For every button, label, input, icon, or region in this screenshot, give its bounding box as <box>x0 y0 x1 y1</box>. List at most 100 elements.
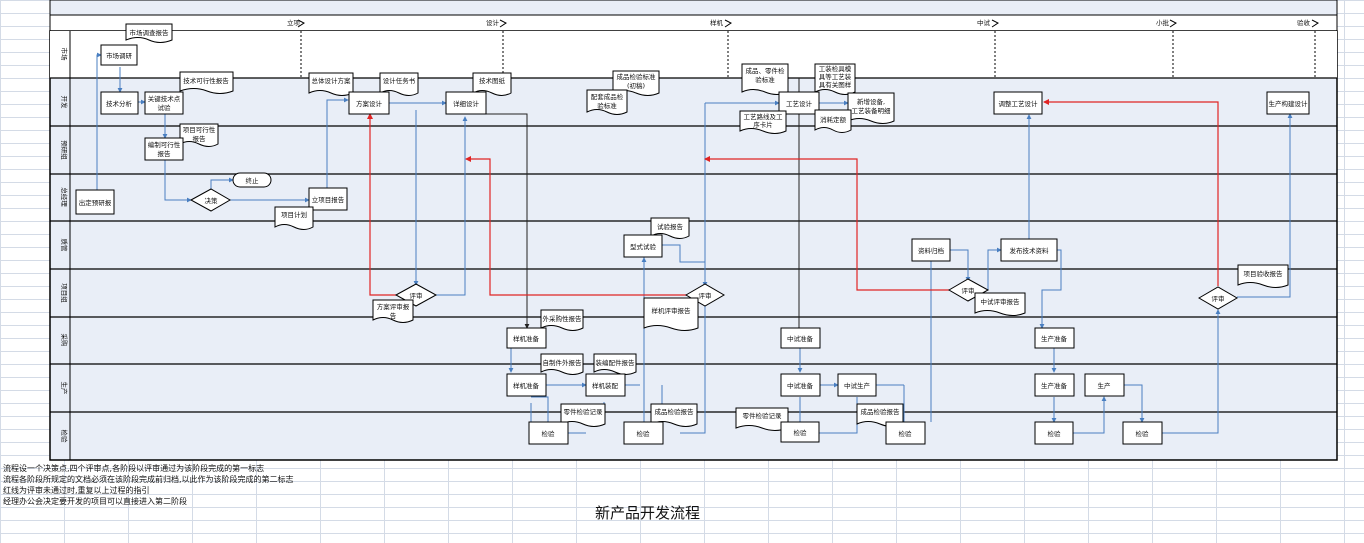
page-title: 新产品开发流程 <box>595 504 701 522</box>
note-line: 经理办公会决定要开发的项目可以直接进入第二阶段 <box>3 497 187 506</box>
node-label: 告 <box>390 311 397 320</box>
node-label: 设计任务书 <box>383 76 416 85</box>
node-review-3: 评审 <box>948 278 990 302</box>
node-label: 工艺设计 <box>786 99 813 108</box>
node-label: 样机准备 <box>513 334 540 343</box>
node-label: 外采购性报告 <box>543 314 583 323</box>
node-label: 零件检验记录 <box>564 407 604 416</box>
node-label: 消耗定额 <box>820 115 847 124</box>
node-production-prep-2: 生产准备 <box>1034 373 1075 397</box>
node-label: 检验 <box>1136 429 1150 438</box>
swimlane-frame <box>49 0 1338 461</box>
node-label: 中试准备 <box>787 334 814 343</box>
node-proto-prep-2: 样机准备 <box>506 373 547 397</box>
node-label: 检验 <box>542 429 556 438</box>
node-label: 终止 <box>246 176 260 185</box>
node-label: 成品检验标准 <box>617 72 657 81</box>
node-inspection-3: 检验 <box>780 421 820 443</box>
doc-prototype-review-report: 样机评审报告 <box>643 297 699 331</box>
doc-design-task: 设计任务书 <box>379 72 419 96</box>
doc-trial-review-report: 中试评审报告 <box>974 292 1026 316</box>
node-label: 生产准备 <box>1041 334 1068 343</box>
node-label: 样机评审报告 <box>652 306 692 315</box>
node-label: 成品检验报告 <box>861 407 901 416</box>
node-label: 检验 <box>899 429 913 438</box>
doc-quota: 消耗定额 <box>814 109 852 133</box>
node-trial-production: 中试生产 <box>837 373 877 397</box>
node-materials-archive: 资料归档 <box>911 238 951 262</box>
node-label: 详细设计 <box>453 99 480 108</box>
node-project-setup: 立项目报告 <box>308 187 348 211</box>
node-label: 生产构建设计 <box>1269 99 1309 108</box>
node-label: 成品检验报告 <box>655 407 695 416</box>
node-terminate: 终止 <box>232 172 272 188</box>
node-tech-analysis: 技术分析 <box>100 91 139 115</box>
node-process-design: 工艺设计 <box>778 91 820 115</box>
node-label: 验标准 <box>597 101 617 110</box>
node-label: 工装检具模 <box>819 64 852 73</box>
node-label: 评审 <box>962 286 975 295</box>
phase-label: 立项 <box>287 18 301 27</box>
phase-label: 设计 <box>486 18 500 27</box>
node-trial-prep-1: 中试准备 <box>780 327 821 349</box>
node-label: 评审 <box>1212 294 1225 303</box>
node-label: 市场调查报告 <box>130 28 170 37</box>
doc-self-made-report: 自制件外报告 <box>540 353 584 375</box>
node-adjust-process: 调整工艺设计 <box>993 91 1043 115</box>
node-trial-prep-2: 中试准备 <box>780 373 821 397</box>
node-inspection-1: 检验 <box>528 421 569 445</box>
node-label: 技术分析 <box>106 99 133 108</box>
node-label: 序卡片 <box>753 120 773 129</box>
node-review-4: 评审 <box>1198 286 1238 310</box>
black-connectors <box>486 78 800 329</box>
node-label: 项目验收报告 <box>1244 269 1284 278</box>
node-proto-assembly: 样机装配 <box>585 373 626 397</box>
node-label: 资料归档 <box>918 246 944 255</box>
node-inspection-2: 检验 <box>623 421 664 445</box>
note-line: 流程设一个决策点,四个评审点,各阶段以评审通过为该阶段完成的第一标志 <box>3 464 265 473</box>
node-label: 验标准 <box>755 75 775 84</box>
node-label: 具等工艺装 <box>819 72 852 81</box>
node-label: 样机装配 <box>592 381 619 390</box>
node-label: 零件检验记录 <box>743 411 783 420</box>
doc-acceptance-report: 项目验收报告 <box>1237 264 1289 288</box>
node-label: 评审 <box>410 291 423 300</box>
node-label: 关键技术点 <box>148 94 181 103</box>
node-inspection-5: 检验 <box>1034 421 1074 445</box>
lane-label: 质管 <box>60 239 69 253</box>
phase-label: 中试 <box>977 18 991 27</box>
doc-tech-feasibility-report: 技术可行性报告 <box>179 71 234 94</box>
node-label: 样机准备 <box>513 381 540 390</box>
node-label: 中试准备 <box>787 381 814 390</box>
node-label: 检验 <box>1048 429 1062 438</box>
lane-label: 开发 <box>60 96 69 110</box>
node-label: 检验 <box>794 428 808 437</box>
rework-connectors <box>367 99 1219 296</box>
lane-label: 预研组 <box>60 140 69 160</box>
node-label: 技术图纸 <box>479 76 506 85</box>
node-label: 试验 <box>158 103 172 112</box>
lane-label: 检验 <box>60 430 69 444</box>
node-label: 生产准备 <box>1041 381 1068 390</box>
node-release-tech-data: 发布技术资料 <box>1000 238 1058 262</box>
note-line: 红线为评审未通过时,重复以上过程的指引 <box>3 486 150 495</box>
lane-label: 市场 <box>60 48 69 62</box>
node-label: 型式试验 <box>630 242 657 251</box>
node-production-unit-design: 生产构建设计 <box>1266 91 1310 115</box>
node-label: 决策 <box>205 196 219 205</box>
node-label: 工艺路线及工 <box>744 112 784 121</box>
lane-labels: 市场 开发 预研组 总经理 质管 项目组 采购 生产 检验 <box>60 48 69 444</box>
phase-label: 样机 <box>710 18 724 27</box>
node-label: 方案评审报 <box>377 302 410 311</box>
node-plan-design: 方案设计 <box>348 91 390 115</box>
node-label: 报告 <box>158 149 172 158</box>
node-label: 具有关图样 <box>819 80 852 89</box>
node-inspection-6: 检验 <box>1122 421 1163 445</box>
node-production-prep-1: 生产准备 <box>1034 327 1075 349</box>
